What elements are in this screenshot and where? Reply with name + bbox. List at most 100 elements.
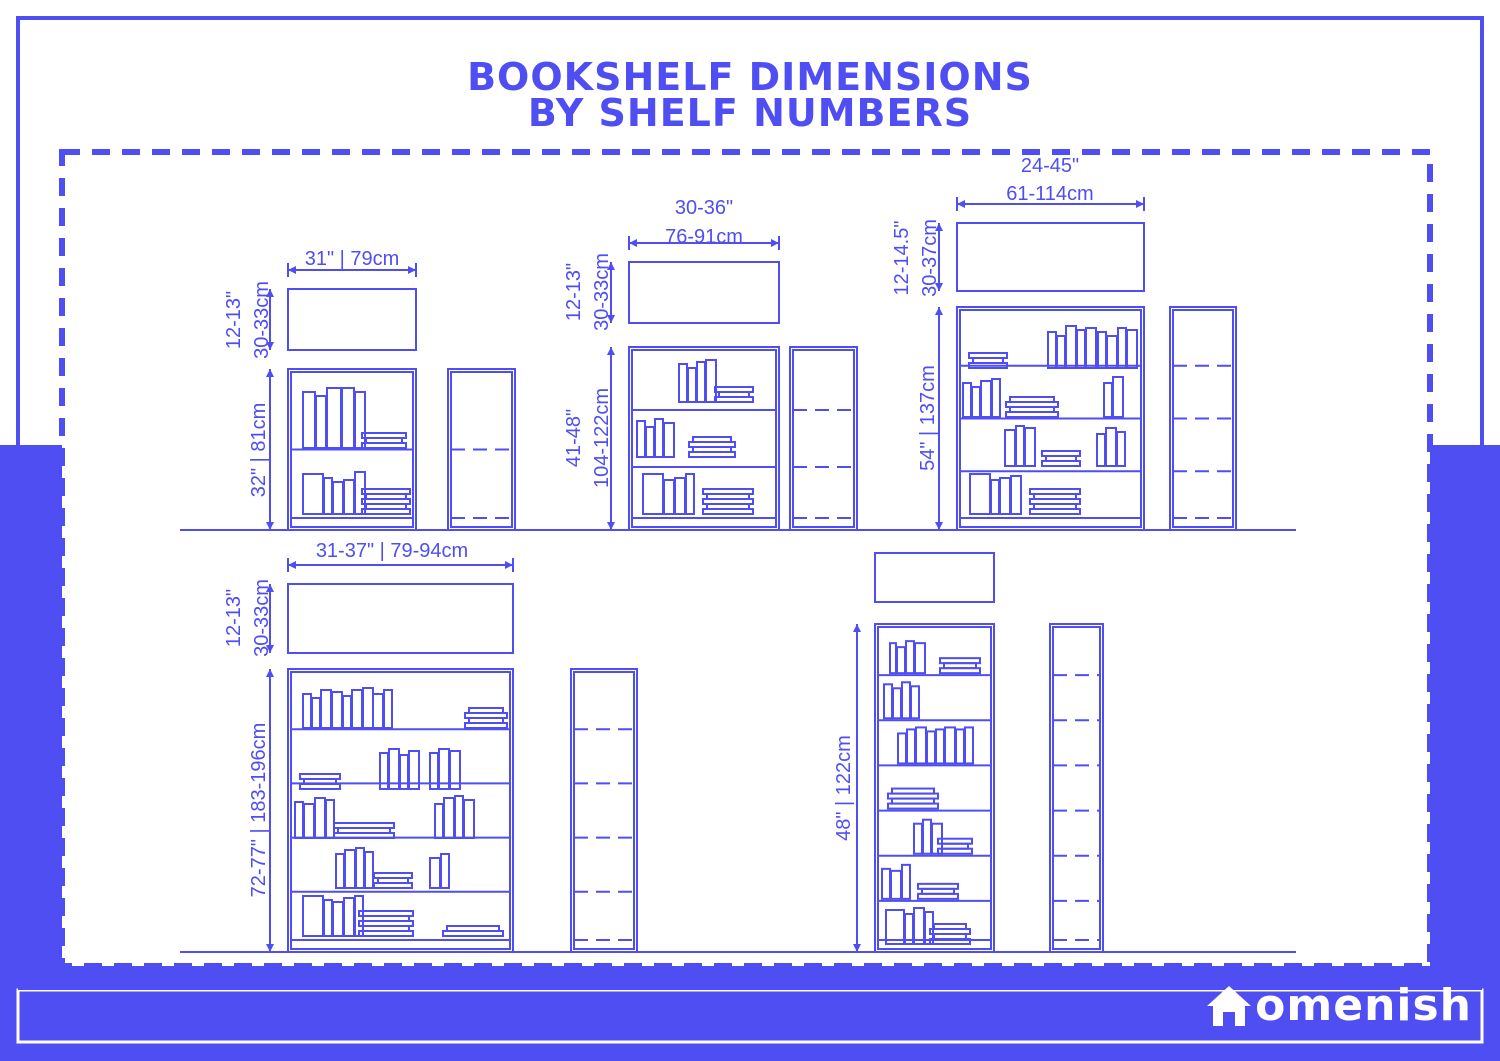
five-shelf-s5b-flat-book	[446, 925, 500, 932]
three-shelf-s1-book	[705, 359, 717, 403]
four-shelf-s1-book	[1085, 327, 1097, 369]
four-shelf-frame	[956, 306, 1145, 531]
two-shelf-depth-dim-head-top	[266, 289, 274, 297]
four-shelf-s4-book	[1010, 475, 1022, 515]
seven-shelf-s3-book	[964, 726, 974, 765]
five-shelf-depth-in-label: 12-13"	[223, 589, 245, 647]
five-shelf-s2-flat-book	[299, 773, 341, 780]
three-shelf-width-cm-label: 76-91cm	[665, 226, 743, 248]
three-shelf-width-in-label: 30-36"	[675, 197, 733, 219]
four-shelf-width-dim-head-right	[1136, 200, 1144, 208]
seven-shelf-inner	[877, 626, 992, 950]
two-shelf-side	[447, 368, 516, 531]
three-shelf-height-cm-label: 104-122cm	[591, 388, 613, 488]
five-shelf-width-label: 31-37" | 79-94cm	[316, 540, 468, 562]
two-shelf-height-dim-head-bottom	[266, 522, 274, 530]
seven-shelf-height-label: 48" | 122cm	[833, 735, 855, 841]
three-shelf-frame	[628, 346, 780, 531]
two-shelf-width-label: 31" | 79cm	[305, 248, 400, 270]
four-shelf-height-dim-head-bottom	[935, 522, 943, 530]
four-shelf-s2b-book	[1112, 376, 1124, 418]
seven-shelf-side-inner	[1052, 626, 1101, 950]
five-shelf-depth-cm-label: 30-33cm	[251, 579, 273, 657]
five-shelf-s2-book	[408, 750, 420, 790]
four-shelf-s1b-book	[1126, 329, 1138, 369]
five-shelf-inner	[290, 671, 511, 950]
seven-shelf-frame	[874, 623, 995, 953]
seven-shelf-s5-flat-book	[937, 837, 973, 845]
four-shelf-depth-in-label: 12-14.5"	[891, 221, 913, 296]
five-shelf-s5-flat-book	[358, 910, 414, 917]
four-shelf-s1-flat-book	[968, 352, 1008, 359]
three-shelf-width-dim-head-left	[629, 239, 637, 247]
bottom-band-strip	[18, 968, 1482, 990]
four-shelf-height-label: 54" | 137cm	[917, 365, 939, 471]
two-shelf-depth-dim-head-bottom	[266, 342, 274, 350]
seven-shelf-s4-flat-book	[891, 787, 935, 795]
four-shelf-width-cm-label: 61-114cm	[1006, 183, 1093, 205]
five-shelf-width-dim-head-left	[288, 561, 296, 569]
four-shelf-s2-book	[991, 378, 1001, 418]
seven-shelf-s2-book	[910, 685, 920, 720]
three-shelf-depth-in-label: 12-13"	[563, 263, 585, 321]
five-shelf-width-dim-head-right	[505, 561, 513, 569]
three-shelf-s2-book	[663, 422, 675, 458]
three-shelf-depth-dim-head-bottom	[607, 315, 615, 323]
seven-shelf-s7-flat-book	[933, 923, 967, 930]
seven-shelf-s1-book	[914, 642, 926, 675]
three-shelf-s3-book	[685, 473, 695, 515]
three-shelf-height-in-label: 41-48"	[563, 409, 585, 467]
three-shelf-s1-flat-book	[714, 386, 754, 393]
seven-shelf-side	[1049, 623, 1104, 953]
three-shelf-width-dim-head-right	[771, 239, 779, 247]
house-icon	[1207, 986, 1252, 1026]
three-shelf-depth-dim-head-top	[607, 262, 615, 270]
three-shelf-top-view	[628, 261, 780, 324]
seven-shelf-height-dim-head-bottom	[853, 944, 861, 952]
dashed-border	[59, 149, 1433, 969]
three-shelf-side-inner	[792, 349, 855, 528]
outer-frame	[16, 16, 1484, 445]
three-shelf-side	[789, 346, 858, 531]
five-shelf-s3b-book	[463, 799, 475, 839]
three-shelf-depth-cm-label: 30-33cm	[591, 253, 613, 331]
four-shelf-s4-flat-book	[1029, 488, 1081, 495]
seven-shelf-top-view	[874, 552, 995, 603]
two-shelf-width-dim-head-right	[408, 266, 416, 274]
seven-shelf-s1-flat-book	[939, 657, 981, 665]
seven-shelf-height-dim-head-top	[853, 624, 861, 632]
four-shelf-s3b-book	[1116, 431, 1126, 467]
five-shelf-s1-flat-book	[468, 707, 504, 714]
three-shelf-height-dim-head-bottom	[607, 522, 615, 530]
four-shelf-depth-dim-head-bottom	[935, 283, 943, 291]
five-shelf-s4-book	[364, 851, 374, 889]
brand-logo: omenish	[1205, 982, 1472, 1028]
five-shelf-s2b-book	[449, 750, 461, 790]
five-shelf-height-dim-head-bottom	[266, 944, 274, 952]
four-shelf-side	[1169, 306, 1237, 531]
two-shelf-s1-flat-book	[361, 432, 407, 439]
four-shelf-s2-flat-book	[1009, 396, 1055, 403]
three-shelf-height-dim-head-top	[607, 347, 615, 355]
two-shelf-width-dim-head-left	[288, 266, 296, 274]
three-shelf-inner	[631, 349, 777, 528]
page-title-line-2: BY SHELF NUMBERS	[527, 91, 973, 135]
seven-shelf-s6-flat-book	[917, 882, 959, 890]
three-shelf-s3-flat-book	[702, 488, 754, 495]
five-shelf-top-view	[287, 583, 514, 654]
five-shelf-side-inner	[573, 671, 635, 950]
two-shelf-height-label: 32" | 81cm	[248, 403, 270, 498]
two-shelf-s1-book	[354, 391, 366, 449]
page-title-line-1: BOOKSHELF DIMENSIONS	[467, 55, 1033, 99]
four-shelf-s3-book	[1024, 427, 1036, 467]
four-shelf-s3-flat-book	[1041, 450, 1081, 457]
three-shelf-s2-flat-book	[692, 436, 732, 443]
four-shelf-height-dim-head-top	[935, 307, 943, 315]
four-shelf-width-dim-head-left	[957, 200, 965, 208]
two-shelf-s2-flat-book	[361, 488, 411, 495]
seven-shelf-s6-book	[901, 863, 911, 900]
five-shelf-height-label: 72-77" | 183-196cm	[248, 723, 270, 898]
five-shelf-height-dim-head-top	[266, 669, 274, 677]
five-shelf-s3-flat-book	[333, 822, 395, 829]
